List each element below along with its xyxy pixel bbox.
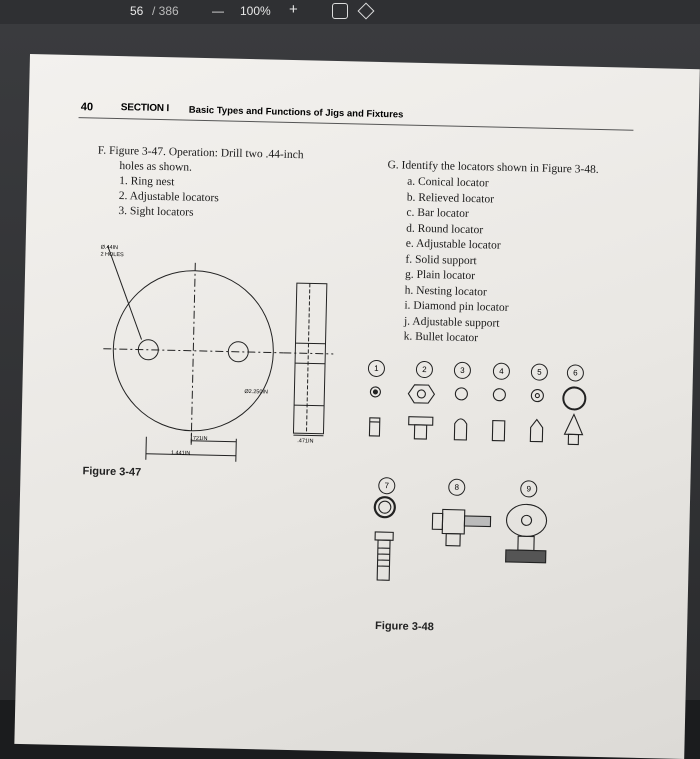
locator-9-drawing	[506, 504, 547, 563]
option-d: d. Round locator	[406, 221, 483, 238]
section-title: Basic Types and Functions of Jigs and Fi…	[189, 105, 404, 121]
pdf-toolbar: 56 / 386 — 100% +	[0, 0, 700, 24]
dim-hole-count: 2 HOLES	[100, 252, 123, 259]
locator-5-drawing	[530, 389, 543, 441]
locator-2-drawing	[407, 385, 434, 440]
locator-8-drawing	[432, 509, 491, 546]
document-viewport: 40 SECTION I Basic Types and Functions o…	[0, 24, 700, 700]
center-line-vertical	[191, 263, 195, 443]
option-f: f. Solid support	[405, 252, 477, 269]
locator-1-drawing	[369, 387, 380, 436]
zoom-out-button[interactable]: —	[212, 4, 224, 18]
option-c: c. Bar locator	[406, 206, 469, 223]
zoom-level: 100%	[240, 4, 271, 18]
locator-number-3: 3	[454, 362, 471, 379]
option-g: g. Plain locator	[405, 268, 475, 285]
dim-1441: 1.441IN	[171, 450, 190, 456]
figure-3-47-drawing	[81, 230, 346, 466]
zoom-in-button[interactable]: +	[289, 1, 298, 18]
figure-3-47-caption: Figure 3-47	[82, 465, 141, 478]
option-k: k. Bullet locator	[403, 330, 478, 347]
locator-number-5: 5	[531, 363, 548, 380]
dim-side-diameter: Ø2.250IN	[244, 389, 268, 396]
dim-line-1441	[146, 454, 236, 456]
side-view-body	[293, 283, 326, 434]
option-a: a. Conical locator	[407, 175, 489, 192]
dim-hole-diameter: Ø.44IN	[101, 245, 119, 251]
page-number: 40	[81, 101, 94, 113]
locator-number-2: 2	[416, 361, 433, 378]
locator-7-drawing	[373, 497, 395, 580]
locator-3-drawing	[454, 388, 467, 440]
exercise-f-option-3: 3. Sight locators	[118, 204, 193, 221]
rotate-icon[interactable]	[358, 3, 375, 20]
option-h: h. Nesting locator	[405, 283, 487, 300]
section-label: SECTION I	[121, 102, 169, 114]
dim-721: .721IN	[191, 436, 207, 442]
locator-4-drawing	[492, 389, 505, 441]
locator-6-drawing	[562, 387, 585, 444]
figure-3-48-drawing	[352, 380, 597, 615]
book-page: 40 SECTION I Basic Types and Functions o…	[14, 54, 699, 759]
locator-number-1: 1	[368, 360, 385, 377]
page-total: / 386	[152, 4, 179, 18]
page-number-input[interactable]: 56	[130, 4, 143, 18]
dim-471: .471IN	[297, 438, 313, 444]
figure-3-48-caption: Figure 3-48	[375, 620, 434, 633]
locator-number-4: 4	[493, 363, 510, 380]
fit-page-icon[interactable]	[332, 3, 348, 19]
locator-number-6: 6	[567, 364, 584, 381]
